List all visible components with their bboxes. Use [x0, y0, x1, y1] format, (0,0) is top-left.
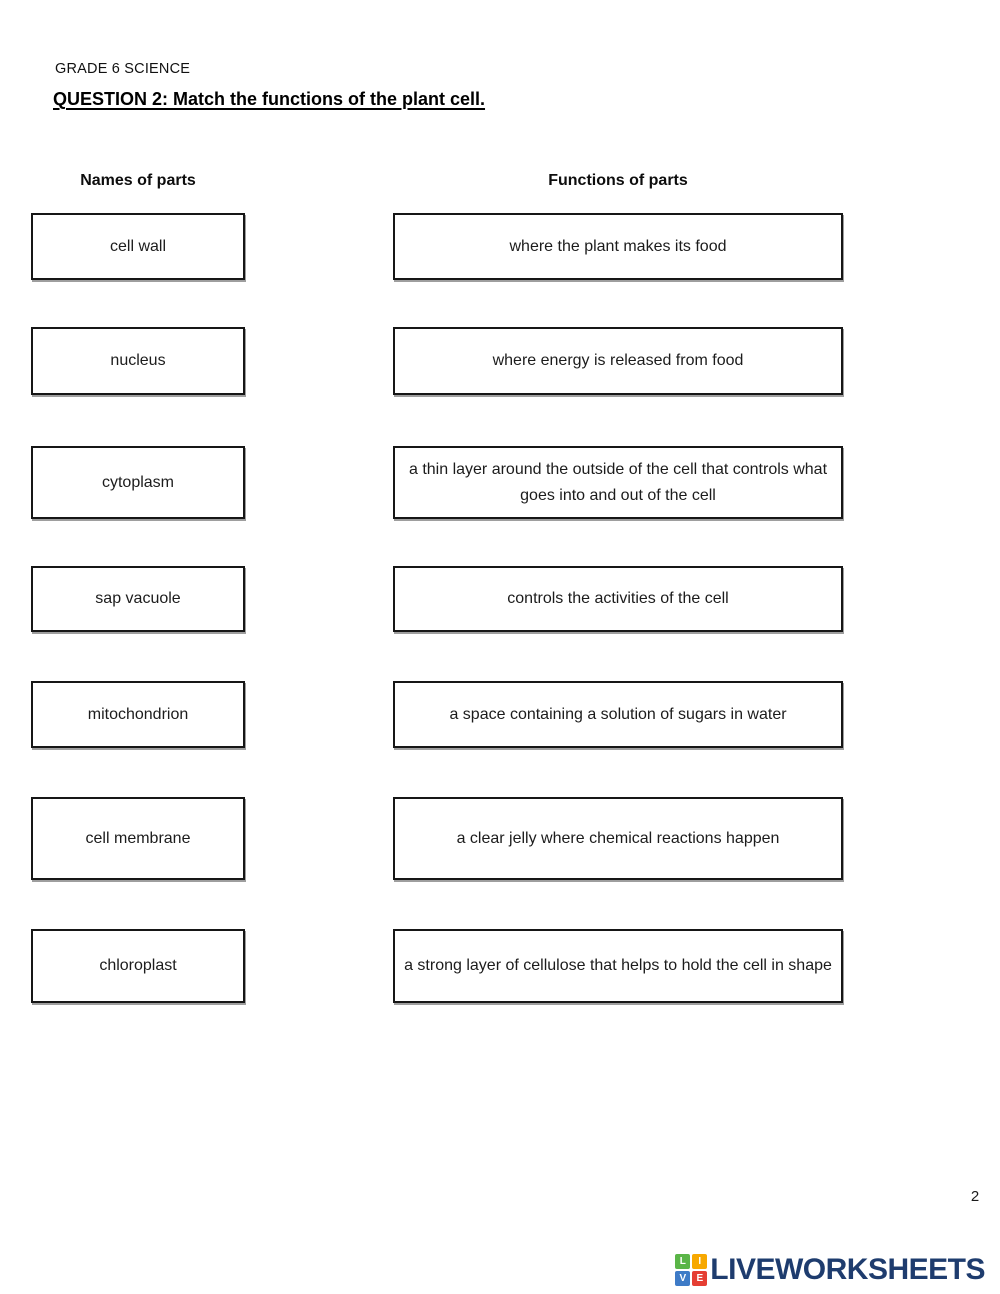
logo-square-v: V	[675, 1271, 691, 1286]
question-title: QUESTION 2: Match the functions of the p…	[53, 89, 486, 109]
function-box-2[interactable]: where energy is released from food	[393, 327, 843, 395]
part-name-box-mitochondrion[interactable]: mitochondrion	[31, 681, 245, 748]
part-name-box-nucleus[interactable]: nucleus	[31, 327, 245, 395]
logo-square-i: I	[692, 1254, 708, 1269]
function-box-7[interactable]: a strong layer of cellulose that helps t…	[393, 929, 843, 1003]
liveworksheets-logo-text: LIVEWORKSHEETS	[710, 1253, 985, 1286]
logo-square-l: L	[675, 1254, 691, 1269]
part-name-box-cell-membrane[interactable]: cell membrane	[31, 797, 245, 880]
functions-column-header: Functions of parts	[548, 172, 688, 189]
names-column-header: Names of parts	[80, 172, 196, 189]
part-name-box-chloroplast[interactable]: chloroplast	[31, 929, 245, 1003]
function-box-1[interactable]: where the plant makes its food	[393, 213, 843, 280]
grade-label: GRADE 6 SCIENCE	[55, 61, 191, 77]
function-box-5[interactable]: a space containing a solution of sugars …	[393, 681, 843, 748]
part-name-box-sap-vacuole[interactable]: sap vacuole	[31, 566, 245, 632]
liveworksheets-logo[interactable]: L I V E LIVEWORKSHEETS	[675, 1254, 985, 1286]
part-name-box-cell-wall[interactable]: cell wall	[31, 213, 245, 280]
page-number: 2	[970, 1188, 980, 1205]
part-name-box-cytoplasm[interactable]: cytoplasm	[31, 446, 245, 519]
function-box-4[interactable]: controls the activities of the cell	[393, 566, 843, 632]
function-box-6[interactable]: a clear jelly where chemical reactions h…	[393, 797, 843, 880]
liveworksheets-logo-icon: L I V E	[675, 1254, 708, 1286]
logo-square-e: E	[692, 1271, 708, 1286]
function-box-3[interactable]: a thin layer around the outside of the c…	[393, 446, 843, 519]
